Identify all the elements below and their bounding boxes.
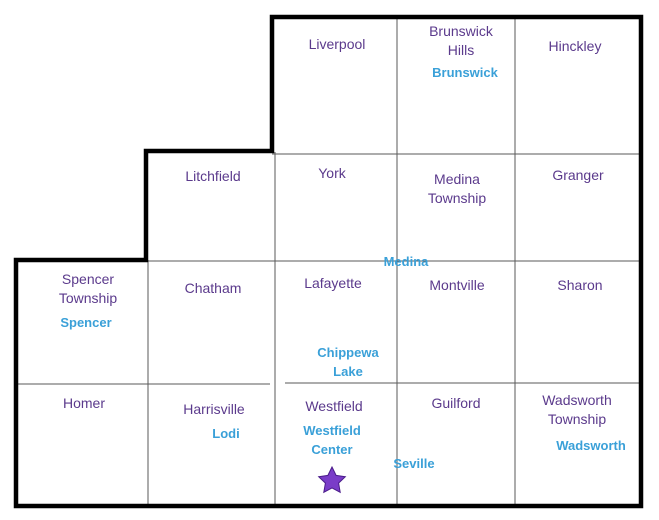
city-label-medina: Medina xyxy=(383,254,429,269)
city-label-chippewa-lake: Chippewa Lake xyxy=(317,345,379,379)
city-label-westfield-center: Westfield Center xyxy=(303,423,361,457)
city-label-wadsworth: Wadsworth xyxy=(556,438,626,453)
township-label-guilford: Guilford xyxy=(431,395,481,411)
township-label-homer: Homer xyxy=(62,395,105,411)
city-label-lodi: Lodi xyxy=(212,426,240,441)
township-label-harrisville: Harrisville xyxy=(183,401,245,417)
township-label-chatham: Chatham xyxy=(184,280,242,296)
township-label-lafayette: Lafayette xyxy=(304,275,362,291)
township-label-spencer-township: Spencer Township xyxy=(58,271,118,306)
city-label-spencer: Spencer xyxy=(60,315,112,330)
township-label-brunswick-hills: Brunswick Hills xyxy=(429,23,493,58)
township-label-sharon: Sharon xyxy=(557,277,603,293)
township-label-medina-township: Medina Township xyxy=(427,171,487,206)
township-label-litchfield: Litchfield xyxy=(185,168,241,184)
township-label-montville: Montville xyxy=(429,277,485,293)
township-label-wadsworth-township: Wadsworth Township xyxy=(542,392,612,427)
township-label-york: York xyxy=(318,165,346,181)
township-label-hinckley: Hinckley xyxy=(548,38,602,54)
county-border xyxy=(13,14,644,509)
star-icon xyxy=(317,465,347,494)
city-label-seville: Seville xyxy=(393,456,435,471)
township-label-westfield: Westfield xyxy=(305,398,363,414)
township-label-liverpool: Liverpool xyxy=(308,36,366,52)
city-label-brunswick: Brunswick xyxy=(432,65,498,80)
township-label-granger: Granger xyxy=(552,167,604,183)
